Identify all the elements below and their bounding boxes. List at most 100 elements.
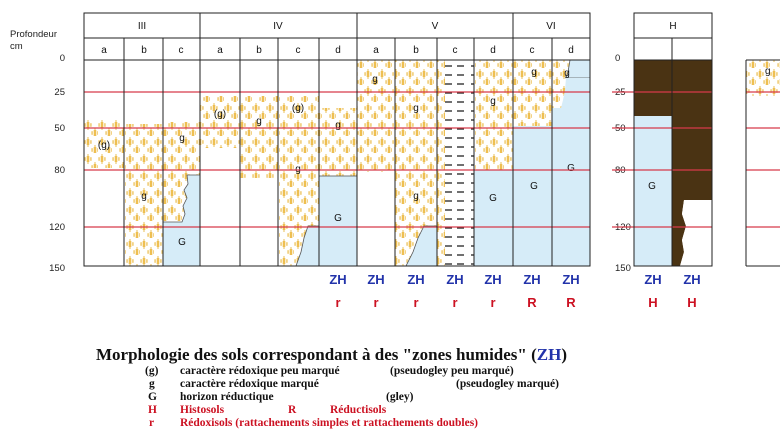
gley-horizon bbox=[513, 126, 552, 266]
gley-horizon bbox=[680, 200, 712, 266]
legend-symbol: (g) bbox=[145, 365, 158, 377]
cell-symbol: G bbox=[530, 181, 538, 192]
legend-symbol: H bbox=[148, 404, 157, 416]
legend-text: Histosols bbox=[180, 404, 224, 416]
zh-label: ZH bbox=[644, 272, 661, 287]
zh-label: ZH bbox=[407, 272, 424, 287]
reductic-dash-pattern bbox=[444, 60, 474, 266]
cell-symbol: g bbox=[141, 191, 147, 202]
soil-type-label: r bbox=[452, 295, 457, 310]
soil-type-label: r bbox=[335, 295, 340, 310]
legend-row: G horizon réductique (gley) bbox=[96, 391, 736, 404]
redox-mottles bbox=[200, 96, 240, 148]
partial-right-profile: g bbox=[746, 60, 780, 266]
cell-symbol: g bbox=[413, 191, 419, 202]
cell-symbol: g bbox=[335, 120, 341, 131]
soil-type-labels: r r r r r R R H H bbox=[335, 295, 696, 310]
soil-type-label: r bbox=[373, 295, 378, 310]
gley-horizon bbox=[474, 170, 513, 266]
legend-text: horizon réductique bbox=[180, 391, 274, 403]
cell-symbol: G bbox=[648, 181, 656, 192]
column-header: a bbox=[373, 45, 379, 56]
column-header: c bbox=[453, 45, 458, 56]
zh-label: ZH bbox=[523, 272, 540, 287]
soil-type-label: r bbox=[413, 295, 418, 310]
histosol-organic-horizon bbox=[672, 60, 712, 200]
column-header: d bbox=[490, 45, 496, 56]
cell-symbol: G bbox=[489, 193, 497, 204]
soil-type-label: r bbox=[490, 295, 495, 310]
group-header-III: III bbox=[138, 21, 146, 32]
depth-tick: 120 bbox=[49, 222, 65, 233]
cell-symbol: g bbox=[179, 133, 185, 144]
depth-tick: 0 bbox=[60, 53, 65, 64]
legend-row: (g) caractère rédoxique peu marqué (pseu… bbox=[96, 365, 736, 378]
column-header: a bbox=[101, 45, 107, 56]
group-header-IV: IV bbox=[273, 21, 283, 32]
legend-note: (pseudogley peu marqué) bbox=[390, 365, 514, 377]
column-header: c bbox=[296, 45, 301, 56]
zh-label: ZH bbox=[446, 272, 463, 287]
zh-label: ZH bbox=[329, 272, 346, 287]
zh-labels: ZH ZH ZH ZH ZH ZH ZH ZH ZH bbox=[329, 272, 700, 287]
group-header-V: V bbox=[432, 21, 439, 32]
legend-symbol: G bbox=[148, 391, 157, 403]
depth-axis-label: Profondeur bbox=[10, 29, 57, 40]
depth-tick: 25 bbox=[54, 87, 65, 98]
soil-type-label: H bbox=[687, 295, 696, 310]
group-headers: III IV V VI bbox=[138, 21, 556, 32]
cell-symbol: g bbox=[765, 66, 771, 77]
legend-text: Rédoxisols (rattachements simples et rat… bbox=[180, 417, 478, 429]
zh-label: ZH bbox=[367, 272, 384, 287]
cell-symbol: (g) bbox=[214, 109, 226, 120]
legend-symbol: R bbox=[288, 404, 296, 416]
group-header-VI: VI bbox=[546, 21, 555, 32]
legend-row: H Histosols R Réductisols bbox=[96, 404, 736, 417]
legend-title-zh: ZH bbox=[537, 345, 562, 364]
depth-tick: 80 bbox=[54, 165, 65, 176]
redox-mottles bbox=[746, 60, 780, 96]
main-profile-fills bbox=[84, 60, 590, 266]
cell-symbol: G bbox=[178, 237, 186, 248]
depth-tick: 150 bbox=[49, 263, 65, 274]
group-header-H: H bbox=[669, 21, 676, 32]
cell-symbol: G bbox=[567, 163, 575, 174]
legend-row: g caractère rédoxique marqué (pseudogley… bbox=[96, 378, 736, 391]
legend-text: caractère rédoxique marqué bbox=[180, 378, 319, 390]
redox-mottles bbox=[474, 60, 513, 172]
cell-symbol: g bbox=[564, 68, 570, 79]
column-header: b bbox=[413, 45, 419, 56]
histosol-organic-horizon bbox=[634, 60, 672, 116]
cell-symbol: g bbox=[413, 103, 419, 114]
cell-symbol: G bbox=[334, 213, 342, 224]
redox-mottles bbox=[240, 96, 278, 178]
zh-label: ZH bbox=[683, 272, 700, 287]
depth-ticks-left: 0 25 50 80 120 150 bbox=[49, 53, 65, 274]
column-headers: a b c a b c d a b c d c d bbox=[101, 45, 574, 56]
legend-symbol: r bbox=[149, 417, 154, 429]
legend-note: (gley) bbox=[386, 391, 413, 403]
depth-ticks-right: 0 25 50 80 120 150 bbox=[615, 53, 631, 274]
column-header: b bbox=[141, 45, 147, 56]
cell-symbol: (g) bbox=[292, 103, 304, 114]
legend-title-close: ) bbox=[561, 345, 567, 364]
legend-text: Réductisols bbox=[330, 404, 386, 416]
soil-type-label: H bbox=[648, 295, 657, 310]
column-header: b bbox=[256, 45, 262, 56]
legend-text: caractère rédoxique peu marqué bbox=[180, 365, 340, 377]
depth-tick: 0 bbox=[615, 53, 620, 64]
soil-type-label: R bbox=[566, 295, 576, 310]
column-header: c bbox=[179, 45, 184, 56]
legend-title-text: Morphologie des sols correspondant à des… bbox=[96, 345, 537, 364]
column-header: a bbox=[217, 45, 223, 56]
legend-title: Morphologie des sols correspondant à des… bbox=[96, 345, 736, 365]
cell-symbol: (g) bbox=[98, 140, 110, 151]
zh-label: ZH bbox=[562, 272, 579, 287]
depth-tick: 150 bbox=[615, 263, 631, 274]
cell-symbol: g bbox=[372, 74, 378, 85]
redox-mottles bbox=[319, 108, 357, 178]
cell-symbol: g bbox=[531, 67, 537, 78]
redox-mottles bbox=[437, 60, 445, 266]
depth-tick: 50 bbox=[54, 123, 65, 134]
legend: Morphologie des sols correspondant à des… bbox=[96, 345, 736, 430]
